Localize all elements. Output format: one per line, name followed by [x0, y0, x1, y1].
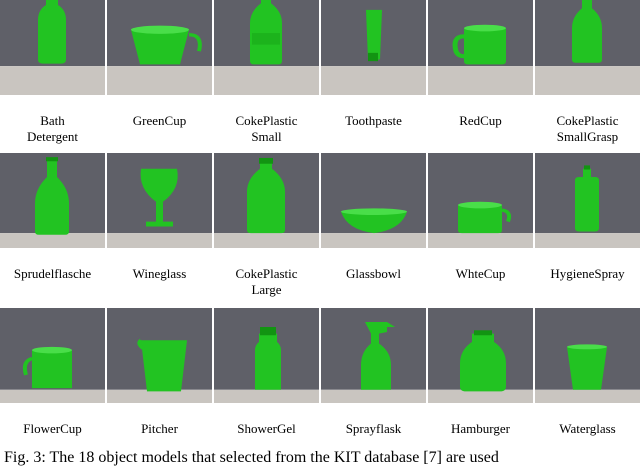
object-label: Waterglass — [535, 421, 640, 437]
glassbowl-icon — [321, 153, 426, 248]
object-cell: Glassbowl — [321, 153, 426, 282]
object-label: GreenCup — [107, 113, 212, 129]
white-cup-icon — [428, 153, 533, 248]
object-cell: GreenCup — [107, 0, 212, 129]
green-cup-icon — [107, 0, 212, 95]
object-label-line: WhteCup — [455, 266, 506, 281]
object-label: ShowerGel — [214, 421, 319, 437]
object-label: HygieneSpray — [535, 266, 640, 282]
object-label-line: CokePlastic — [235, 113, 298, 128]
object-label: WhteCup — [428, 266, 533, 282]
figure-caption: Fig. 3: The 18 object models that select… — [4, 449, 499, 466]
object-label: Hamburger — [428, 421, 533, 437]
object-cell: Pitcher — [107, 308, 212, 437]
hygiene-spray-icon — [535, 153, 640, 248]
object-cell: FlowerCup — [0, 308, 105, 437]
waterglass-icon — [535, 308, 640, 403]
sprudelflasche-bottle-icon — [0, 153, 105, 248]
object-cell: WhteCup — [428, 153, 533, 282]
object-label-line: CokePlastic — [235, 266, 298, 281]
object-label: Sprayflask — [321, 421, 426, 437]
object-label-line: RedCup — [459, 113, 502, 128]
object-label-line: ShowerGel — [237, 421, 296, 436]
object-label-line: HygieneSpray — [550, 266, 625, 281]
object-label-line: GreenCup — [132, 113, 187, 128]
object-label: Wineglass — [107, 266, 212, 282]
object-label-line: Glassbowl — [346, 266, 401, 281]
object-label-line: FlowerCup — [23, 421, 82, 436]
object-label-line: Detergent — [26, 129, 79, 144]
sprayflask-icon — [321, 308, 426, 403]
object-label: RedCup — [428, 113, 533, 129]
toothpaste-tube-icon — [321, 0, 426, 95]
red-cup-mug-icon — [428, 0, 533, 95]
object-cell: Sprudelflasche — [0, 153, 105, 282]
object-label-line: SmallGrasp — [556, 129, 619, 144]
object-cell: Toothpaste — [321, 0, 426, 129]
object-label-line: CokePlastic — [556, 113, 619, 128]
object-cell: RedCup — [428, 0, 533, 129]
coke-plastic-small-bottle-icon — [214, 0, 319, 95]
object-label-line: Small — [251, 129, 282, 144]
object-label-line: Waterglass — [559, 421, 616, 436]
object-cell: Waterglass — [535, 308, 640, 437]
shower-gel-bottle-icon — [214, 308, 319, 403]
pitcher-icon — [107, 308, 212, 403]
coke-plastic-large-bottle-icon — [214, 153, 319, 248]
object-label-line: Bath — [40, 113, 65, 128]
object-label-line: Sprudelflasche — [13, 266, 92, 281]
object-label-line: Pitcher — [141, 421, 178, 436]
coke-plastic-small-grasp-bottle-icon — [535, 0, 640, 95]
object-label: Toothpaste — [321, 113, 426, 129]
hamburger-container-icon — [428, 308, 533, 403]
object-cell: ShowerGel — [214, 308, 319, 437]
object-label: Sprudelflasche — [0, 266, 105, 282]
object-cell: Hamburger — [428, 308, 533, 437]
object-label-line: Hamburger — [451, 421, 510, 436]
flower-cup-icon — [0, 308, 105, 403]
object-label-line: Toothpaste — [345, 113, 402, 128]
object-cell: Sprayflask — [321, 308, 426, 437]
object-label: Glassbowl — [321, 266, 426, 282]
object-cell: HygieneSpray — [535, 153, 640, 282]
object-label-line: Wineglass — [132, 266, 187, 281]
object-label-line: Sprayflask — [345, 421, 402, 436]
object-label: Pitcher — [107, 421, 212, 437]
bath-detergent-bottle-icon — [0, 0, 105, 95]
object-cell: Wineglass — [107, 153, 212, 282]
wineglass-icon — [107, 153, 212, 248]
object-label-line: Large — [251, 282, 282, 297]
object-label: FlowerCup — [0, 421, 105, 437]
